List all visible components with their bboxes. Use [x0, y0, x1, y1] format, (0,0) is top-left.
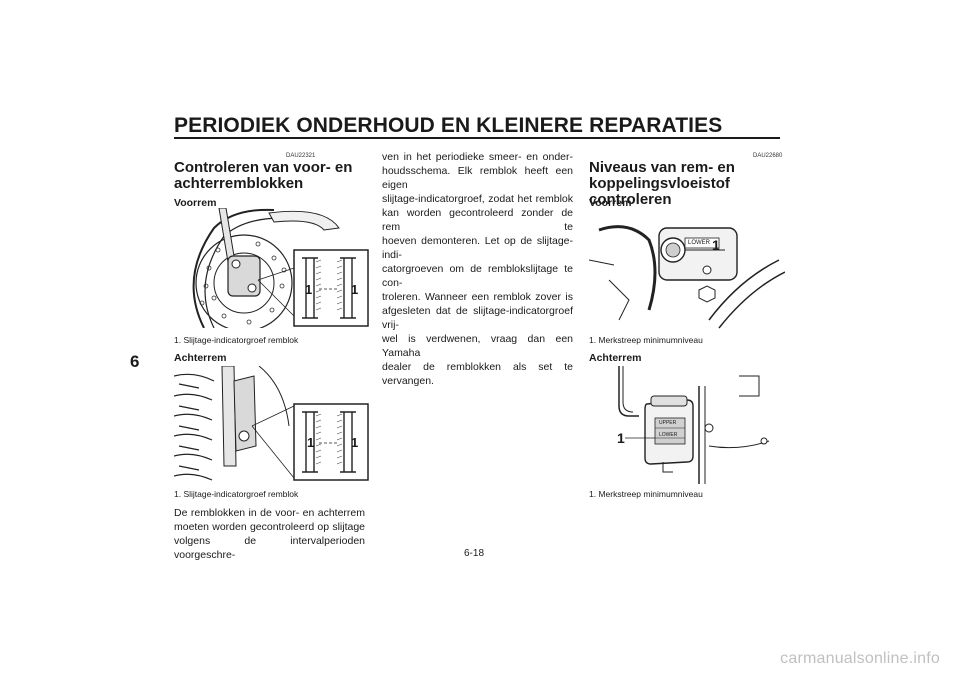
middle-body-line: afgesleten dat de slijtage-indicatorgroe…: [382, 305, 573, 331]
rear-fluid-callout: 1: [617, 430, 625, 446]
front-fluid-callout: 1: [712, 237, 720, 253]
section-title-left-line2: achterremblokken: [174, 175, 304, 192]
front-pad-caption: 1. Slijtage-indicatorgroef remblok: [174, 335, 299, 345]
left-body-line: moeten worden gecontroleerd op slijtage: [174, 521, 365, 533]
front-reservoir-illustration: [589, 210, 785, 330]
section-title-right: Niveaus van rem- en koppelingsvloeistof …: [589, 160, 789, 208]
rear-fluid-caption: 1. Merkstreep minimumniveau: [589, 489, 703, 499]
middle-body-line: hoeven demonteren. Let op de slijtage-in…: [382, 235, 573, 261]
front-fluid-label: Voorrem: [589, 197, 632, 209]
rear-pad-callout-right: 1: [351, 435, 359, 450]
middle-body-line: kan worden gecontroleerd zonder de rem t…: [382, 207, 573, 233]
section-code-left: DAU22321: [286, 153, 316, 159]
front-brake-pad-illustration: [174, 208, 370, 328]
rear-brake-pad-illustration: [174, 366, 370, 484]
left-body-line: De remblokken in de voor- en achterrem: [174, 507, 365, 519]
rear-reservoir-illustration: [589, 366, 785, 484]
section-title-right-line2: koppelingsvloeistof controleren: [589, 175, 730, 208]
middle-body-line: ven in het periodieke smeer- en onder-: [382, 151, 573, 163]
middle-body-line: houdsschema. Elk remblok heeft een eigen: [382, 165, 573, 191]
section-title-right-line1: Niveaus van rem- en: [589, 159, 735, 176]
front-lower-mark-label: LOWER: [688, 240, 711, 246]
left-body-line: volgens de intervalperioden voorgeschre-: [174, 535, 365, 561]
front-brake-label: Voorrem: [174, 197, 217, 209]
chapter-tab-number: 6: [130, 352, 140, 371]
page-header: PERIODIEK ONDERHOUD EN KLEINERE REPARATI…: [174, 114, 723, 137]
front-pad-callout-left: 1: [305, 282, 313, 297]
rear-upper-mark-label: UPPER: [659, 420, 677, 426]
middle-body-paragraph: ven in het periodieke smeer- en onder- h…: [382, 150, 573, 388]
rear-fluid-label: Achterrem: [589, 352, 642, 364]
middle-body-line: slijtage-indicatorgroef, zodat het rembl…: [382, 193, 573, 205]
front-fluid-caption: 1. Merkstreep minimumniveau: [589, 335, 703, 345]
section-title-left-line1: Controleren van voor- en: [174, 159, 353, 176]
middle-body-line: troleren. Wanneer een remblok zover is: [382, 291, 573, 303]
watermark: carmanualsonline.info: [780, 650, 940, 667]
section-title-left: Controleren van voor- en achterremblokke…: [174, 160, 374, 192]
section-code-right: DAU22680: [753, 153, 783, 159]
chapter-tab: 6: [130, 352, 150, 382]
middle-body-line: catorgroeven om de remblokslijtage te co…: [382, 263, 573, 289]
middle-body-line: wel is verdwenen, vraag dan een Yamaha: [382, 333, 573, 359]
rear-pad-caption: 1. Slijtage-indicatorgroef remblok: [174, 489, 299, 499]
middle-body-line: dealer de remblokken als set te vervange…: [382, 361, 573, 387]
rear-brake-label: Achterrem: [174, 352, 227, 364]
rear-lower-mark-label: LOWER: [659, 432, 678, 438]
page-number: 6-18: [464, 548, 485, 559]
rear-pad-callout-left: 1: [307, 435, 315, 450]
left-body-paragraph: De remblokken in de voor- en achterrem m…: [174, 506, 365, 562]
header-rule: [174, 137, 780, 139]
front-pad-callout-right: 1: [351, 282, 359, 297]
